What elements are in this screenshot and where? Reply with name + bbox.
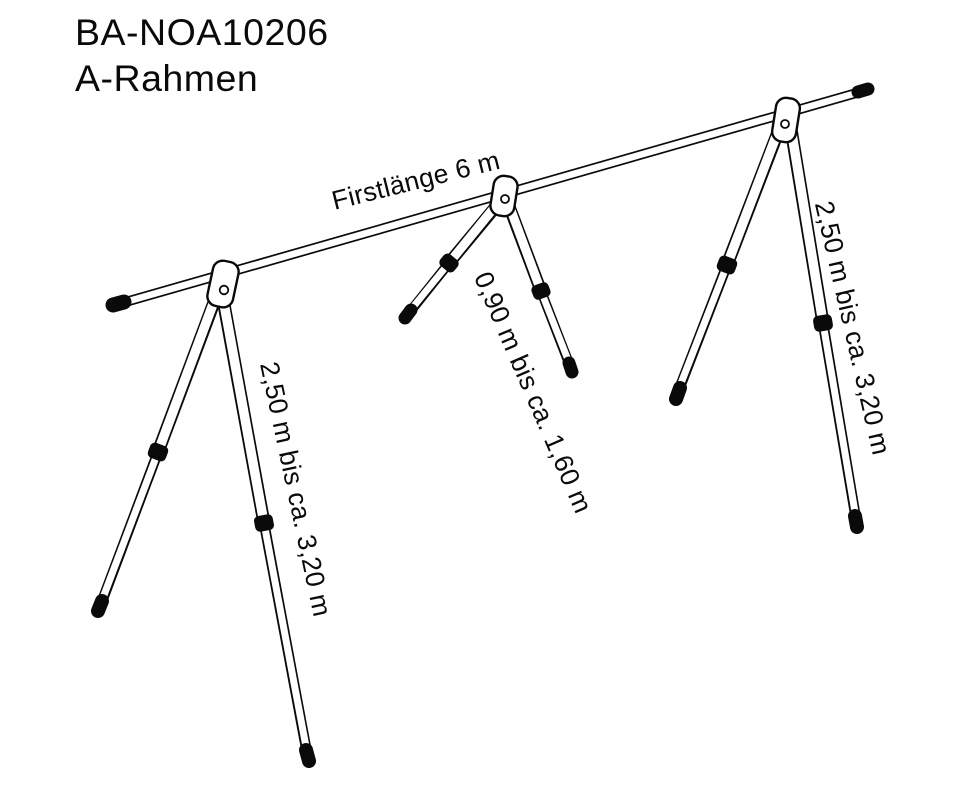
middle-frame-front-leg-lower [406, 260, 452, 315]
foot-cap [562, 356, 579, 379]
right-apex-fitting-hole [780, 119, 790, 129]
foot-cap [91, 594, 109, 618]
left-frame-front-leg-lower [97, 450, 162, 605]
left-frame-rear-leg-lower [260, 522, 311, 753]
telescope-clamp [439, 253, 459, 273]
right-a-frame [669, 124, 864, 534]
product-code-title: BA-NOA10206 [75, 11, 329, 53]
right-frame-front-leg-lower [674, 263, 731, 393]
right-frame-rear-leg-upper [786, 127, 828, 324]
middle-frame-rear-leg-upper [504, 203, 546, 293]
telescope-clamp [813, 314, 833, 332]
left-frame-rear-leg-upper [218, 297, 269, 524]
foot-cap [669, 381, 687, 406]
ridge-end-cap-left [105, 294, 132, 313]
ridge-end-cap-right [851, 82, 875, 99]
left-frame-height-label: 2,50 m bis ca. 3,20 m [254, 359, 337, 619]
right-frame-rear-leg-lower [819, 322, 860, 519]
left-frame-front-leg-upper [153, 294, 221, 454]
right-frame-front-leg-upper [722, 124, 785, 267]
telescope-clamp [147, 442, 169, 462]
product-name-title: A-Rahmen [75, 57, 258, 99]
middle-a-frame [398, 200, 579, 379]
telescope-clamp [254, 514, 274, 532]
telescope-clamp [531, 282, 551, 300]
apex-fittings [206, 96, 802, 309]
left-a-frame [91, 294, 316, 768]
telescope-clamp [716, 255, 738, 275]
middle-frame-rear-leg-lower [537, 289, 574, 367]
foot-cap [398, 303, 418, 325]
left-apex-fitting-hole [218, 284, 230, 296]
foot-cap [299, 743, 316, 768]
middle-support-height-label: 0,90 m bis ca. 1,60 m [468, 267, 598, 517]
middle-frame-front-leg-upper [445, 200, 502, 266]
foot-cap [848, 509, 864, 534]
left-apex-fitting [206, 259, 240, 309]
middle-apex-fitting-hole [500, 194, 510, 204]
